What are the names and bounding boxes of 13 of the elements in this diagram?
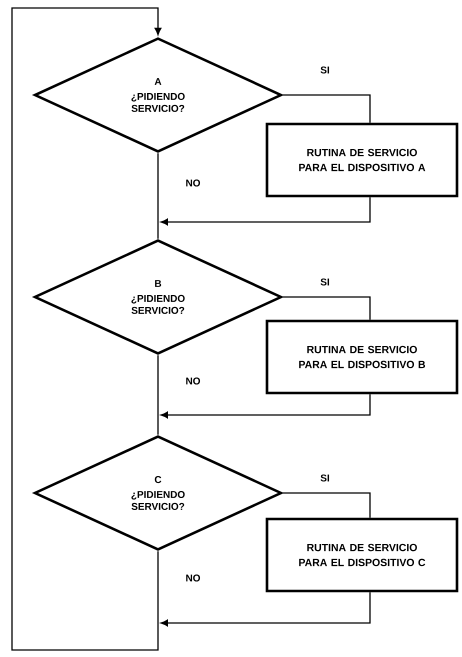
edge-label: NO [184,178,202,188]
process-box: RUTINA DE SERVICIO PARA EL DISPOSITIVO C [266,518,458,592]
arrow [160,394,371,418]
process-box: RUTINA DE SERVICIO PARA EL DISPOSITIVO B [266,320,458,394]
edge-label: NO [184,376,202,386]
edge-label: SI [319,473,331,483]
arrow [160,197,371,226]
process-box: RUTINA DE SERVICIO PARA EL DISPOSITIVO A [266,122,458,198]
edge-label: SI [319,277,331,287]
arrow [11,7,162,651]
edge-label: SI [319,65,331,75]
edge-label: NO [184,573,202,583]
arrow [160,592,371,626]
